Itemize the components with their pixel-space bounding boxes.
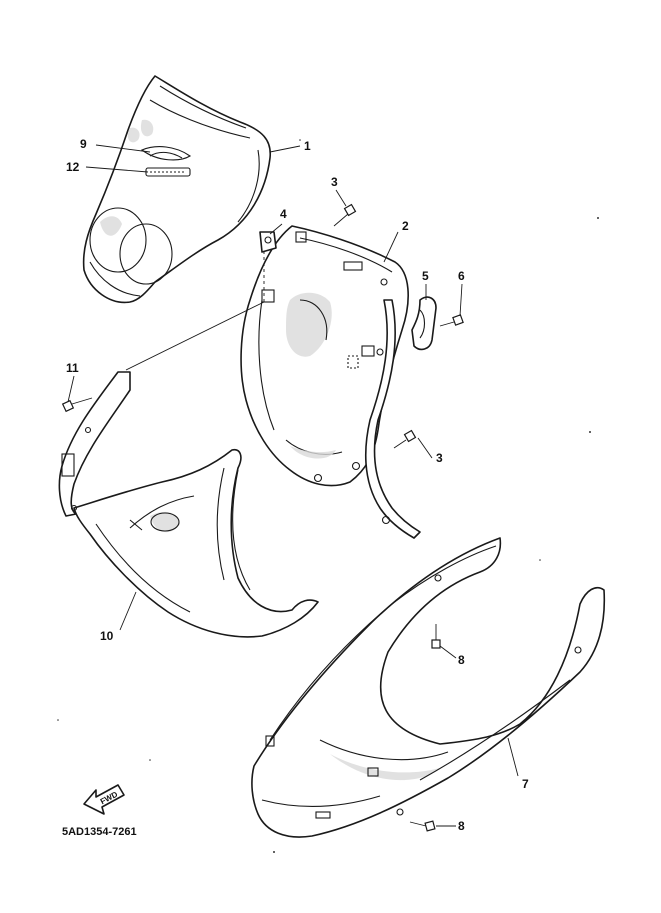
scan-specks xyxy=(57,139,599,853)
callout-numbers: 1 2 3 3 4 5 6 7 8 8 9 10 11 12 xyxy=(66,137,529,833)
bolt-3-lower xyxy=(393,429,417,449)
callout-1: 1 xyxy=(304,139,311,153)
callout-4: 4 xyxy=(280,207,287,221)
side-bracket-part xyxy=(58,371,131,517)
bolt-6 xyxy=(439,314,464,327)
inner-leg-shield-part xyxy=(240,225,421,539)
drawing-code: 5AD1354-7261 xyxy=(62,826,137,838)
callout-8-lower: 8 xyxy=(458,819,465,833)
callout-6: 6 xyxy=(458,269,465,283)
callout-2: 2 xyxy=(402,219,409,233)
bolt-8-upper xyxy=(431,624,441,649)
bolt-8-lower xyxy=(409,820,436,832)
callout-9: 9 xyxy=(80,137,87,151)
leader-lines xyxy=(67,144,519,827)
front-upper-cover-part xyxy=(82,75,271,304)
hook-part xyxy=(411,296,437,351)
callout-7: 7 xyxy=(522,777,529,791)
callout-3-upper: 3 xyxy=(331,175,338,189)
callout-12: 12 xyxy=(66,160,80,174)
bolt-11 xyxy=(61,397,93,413)
callout-5: 5 xyxy=(422,269,429,283)
forward-direction-arrow: FWD xyxy=(83,784,125,815)
callout-8-upper: 8 xyxy=(458,653,465,667)
callout-11: 11 xyxy=(66,361,79,375)
bolt-3-upper xyxy=(333,203,357,227)
clip-bracket-part xyxy=(259,231,277,253)
front-lower-cover-part xyxy=(73,448,319,638)
callout-10: 10 xyxy=(100,629,114,643)
callout-3-lower: 3 xyxy=(436,451,443,465)
footrest-board-part xyxy=(251,537,606,838)
